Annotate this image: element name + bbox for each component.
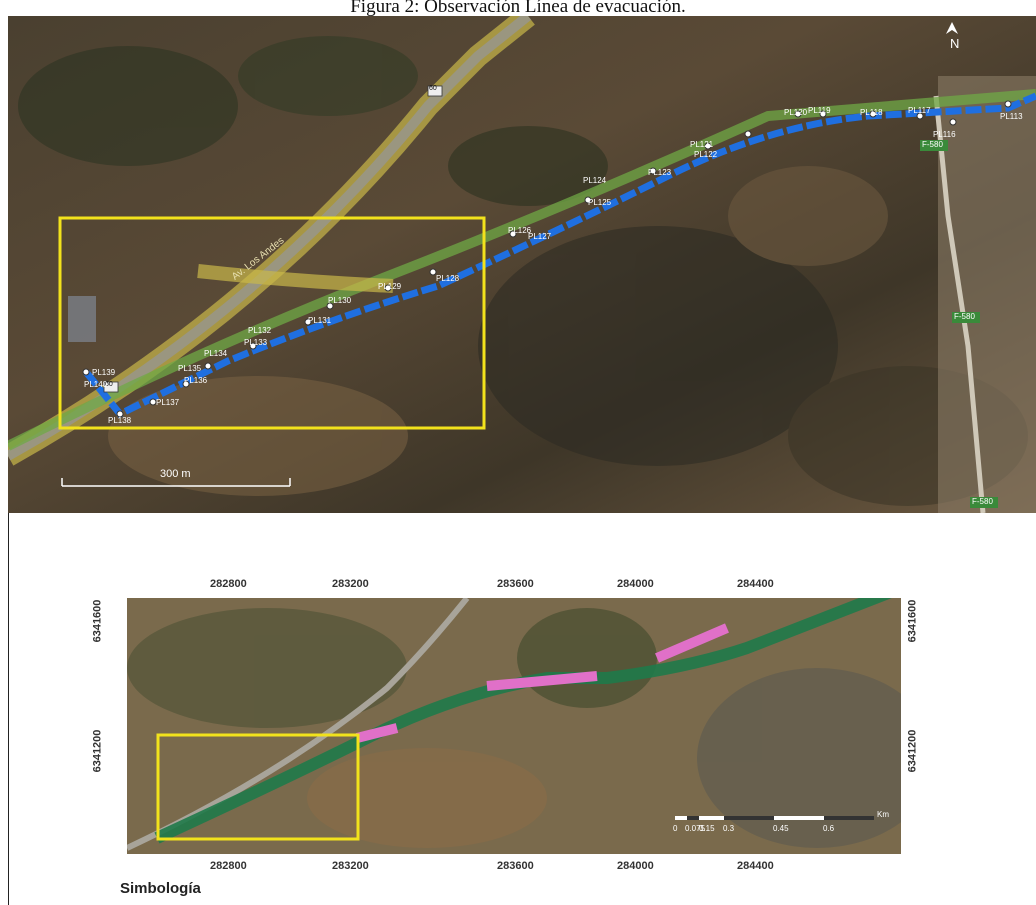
highlight-box (156, 733, 360, 841)
point-label: PL120 (784, 108, 808, 117)
scale-tick-label: 0.15 (699, 824, 715, 833)
f580-badge (920, 140, 948, 151)
f580-label: F-580 (922, 140, 943, 149)
y-tick-label: 6341200 (91, 729, 104, 773)
f580-badge (952, 312, 980, 323)
x-tick-label: 284400 (737, 860, 774, 872)
town-area (938, 76, 1036, 513)
point-label: PL134 (204, 349, 228, 358)
pink-zone (486, 671, 598, 691)
point-label: PL119 (808, 106, 831, 115)
point-label: PL133 (244, 338, 268, 347)
north-arrow-icon (946, 22, 958, 34)
x-tick-label: 282800 (210, 578, 247, 590)
x-tick-label: 284000 (617, 860, 654, 872)
green-corridor (154, 598, 892, 844)
point-label: PL132 (248, 326, 272, 335)
scale-tick-label: 0 (673, 824, 678, 833)
point-label: PL125 (588, 198, 612, 207)
point-label: PL128 (436, 274, 460, 283)
legend-title: Simbología (120, 880, 201, 897)
x-tick-label: 284000 (617, 578, 654, 590)
point-label: PL121 (690, 140, 714, 149)
pink-zone (355, 723, 399, 743)
point-label: PL113 (1000, 112, 1023, 121)
y-tick-label: 6341600 (91, 599, 104, 643)
point-markers (82, 100, 1012, 418)
figure-caption: Figura 2: Observación Línea de evacuació… (350, 0, 686, 17)
pink-zone (655, 623, 729, 663)
bottom-map-svg (127, 598, 901, 854)
scale-label: 300 m (160, 468, 191, 480)
x-tick-label: 283600 (497, 860, 534, 872)
scale-tick-label: 0.6 (823, 824, 835, 833)
point-label: PL118 (860, 108, 883, 117)
ramp-overlay (197, 264, 394, 293)
point-label: PL124 (583, 176, 607, 185)
x-tick-label: 283200 (332, 578, 369, 590)
point-label: PL135 (178, 364, 202, 373)
f580-label: F-580 (954, 312, 975, 321)
x-tick-label: 283200 (332, 860, 369, 872)
top-map-svg (8, 16, 1036, 513)
f580-label: F-580 (972, 497, 993, 506)
divider (8, 513, 9, 905)
point-label: PL117 (908, 106, 931, 115)
highlight-box (58, 216, 486, 430)
north-label: N (950, 36, 960, 51)
point-label: PL129 (378, 282, 402, 291)
point-label: PL140 (84, 380, 108, 389)
f580-badge (970, 497, 998, 508)
point-label: PL139 (92, 368, 116, 377)
evacuation-route (83, 92, 1036, 419)
point-label: PL138 (108, 416, 132, 425)
point-label: PL131 (308, 316, 332, 325)
point-label: PL130 (328, 296, 352, 305)
scale-tick-label: 0.3 (723, 824, 735, 833)
point-label: PL137 (156, 398, 180, 407)
scale-unit: Km (877, 810, 889, 819)
scale-bar (675, 816, 874, 820)
x-tick-label: 283600 (497, 578, 534, 590)
point-label: PL123 (648, 168, 672, 177)
building (68, 296, 96, 342)
point-label: PL122 (694, 150, 718, 159)
point-label: PL116 (933, 130, 956, 139)
x-tick-label: 284400 (737, 578, 774, 590)
route-shield-label: 60 (429, 85, 437, 92)
point-label: PL127 (528, 232, 552, 241)
scale-tick-label: 0.45 (773, 824, 789, 833)
scale-tick-label: 0.075 (685, 824, 706, 833)
x-tick-label: 282800 (210, 860, 247, 872)
route-shield (427, 85, 443, 97)
f580-road (933, 95, 986, 513)
route-shield-label: 60 (105, 381, 113, 388)
route-shield (103, 381, 119, 393)
top-satellite-map[interactable]: 300 m N Av. Los Andes 60 60 F-580 F-580 … (8, 16, 1036, 513)
green-corridor (8, 89, 1036, 451)
y-tick-label: 6341600 (906, 599, 919, 643)
point-label: PL136 (184, 376, 208, 385)
point-label: PL126 (508, 226, 532, 235)
y-tick-label: 6341200 (906, 729, 919, 773)
